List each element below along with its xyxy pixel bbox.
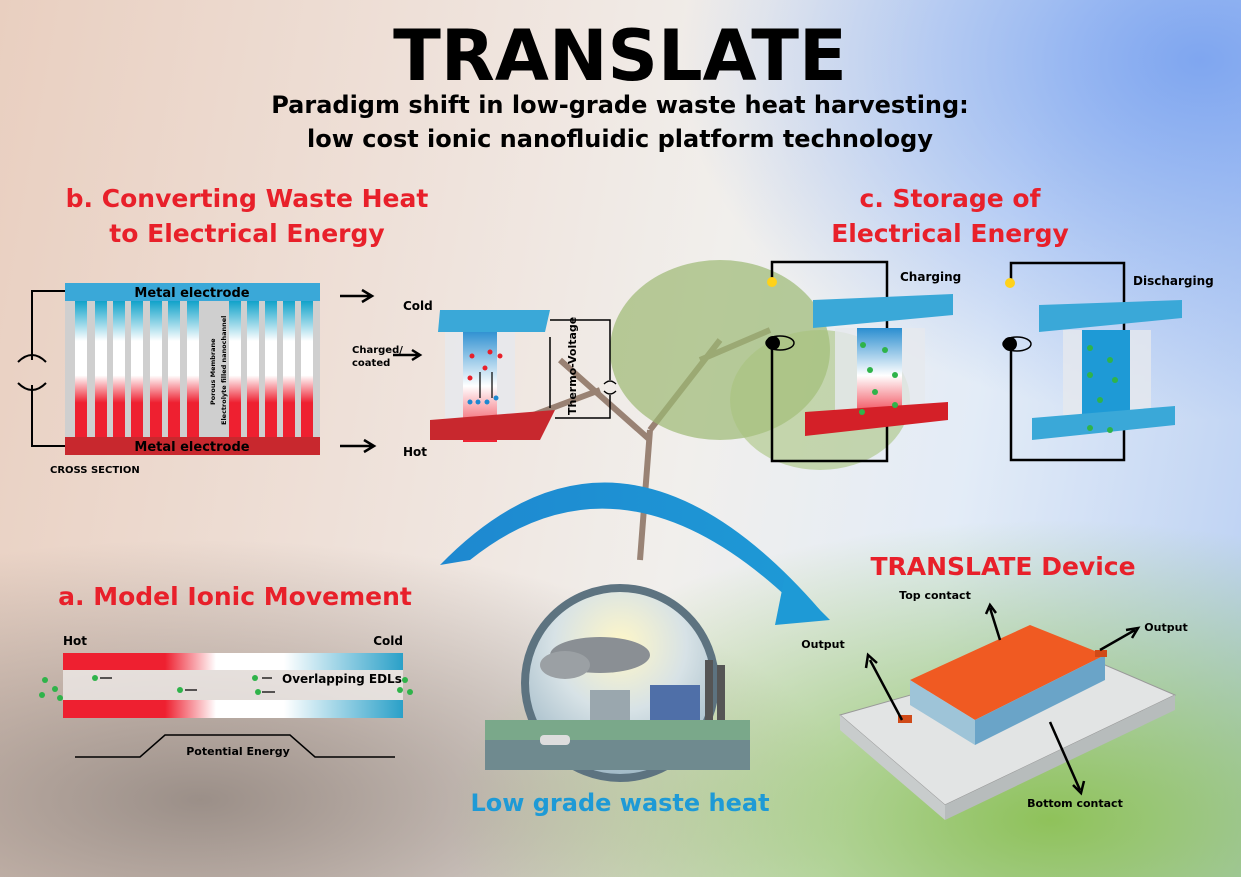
- membrane-label: Porous Membrane: [209, 338, 217, 405]
- device-heading: TRANSLATE Device: [870, 552, 1135, 581]
- charged-label-1: Charged/: [352, 345, 403, 356]
- bottom-electrode-label: Metal electrode: [134, 440, 249, 455]
- output-right-label: Output: [1144, 621, 1187, 634]
- discharging-label: Discharging: [1133, 274, 1214, 288]
- waste-heat-caption: Low grade waste heat: [470, 789, 769, 817]
- bottom-contact-label: Bottom contact: [1027, 797, 1123, 810]
- ionic-hot-label: Hot: [63, 634, 87, 648]
- arrow-head-icon: [775, 575, 830, 625]
- bottom-electrode: [65, 437, 320, 455]
- ionic-cold-label: Cold: [373, 634, 403, 648]
- potential-energy-label: Potential Energy: [186, 745, 290, 758]
- potential-energy-curve: [75, 734, 395, 758]
- cross-section-label: CROSS SECTION: [50, 465, 140, 476]
- subtitle-line-2: low cost ionic nanofluidic platform tech…: [307, 125, 933, 153]
- discharging-cell: [1002, 261, 1182, 462]
- charging-cell: [765, 260, 953, 463]
- charging-label: Charging: [900, 270, 961, 284]
- lightbulb-icon: [1005, 278, 1015, 288]
- section-c-heading-1: c. Storage of: [860, 184, 1042, 213]
- cold-label: Cold: [403, 299, 433, 313]
- section-b-heading-1: b. Converting Waste Heat: [66, 184, 429, 213]
- translate-device-illustration: [838, 602, 1177, 820]
- output-left-label: Output: [801, 638, 844, 651]
- channel-label: Electrolyte filled nanochannel: [220, 316, 228, 425]
- section-b-heading-2: to Electrical Energy: [109, 219, 384, 248]
- top-electrode-label: Metal electrode: [134, 286, 249, 301]
- arrow-icon: [340, 288, 377, 454]
- hot-label: Hot: [403, 445, 427, 459]
- charged-label-2: coated: [352, 358, 390, 369]
- top-contact-label: Top contact: [899, 589, 971, 602]
- nanochannel-cell-diagram: [393, 310, 617, 442]
- section-a-heading: a. Model Ionic Movement: [58, 582, 412, 611]
- curved-arrow-icon: [440, 482, 820, 610]
- top-electrode: [65, 283, 320, 301]
- cross-section-diagram: Metal electrode Metal electrode Porous M…: [17, 283, 377, 476]
- section-c-heading-2: Electrical Energy: [831, 219, 1069, 248]
- factory-illustration: [485, 584, 750, 782]
- thermo-voltage-label: Thermo-Voltage: [566, 317, 579, 415]
- page-title: TRANSLATE: [393, 15, 847, 97]
- arrow-icon: [100, 677, 275, 693]
- subtitle-line-1: Paradigm shift in low-grade waste heat h…: [271, 91, 969, 119]
- ionic-channel: [39, 653, 413, 758]
- lightbulb-icon: [767, 277, 777, 287]
- edl-label: Overlapping EDLs: [282, 672, 402, 686]
